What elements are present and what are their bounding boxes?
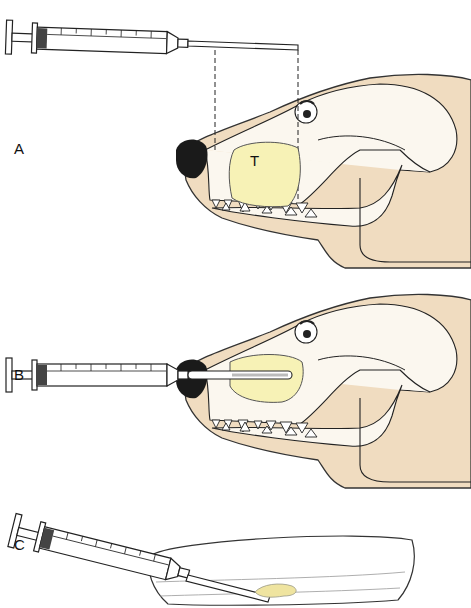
panel-letter: C: [14, 536, 25, 553]
tumor-region: T: [228, 140, 302, 208]
region-letter: T: [250, 152, 259, 169]
panel-letter: A: [14, 140, 24, 157]
panel-letter: B: [14, 366, 24, 383]
region-outline: [228, 140, 302, 208]
